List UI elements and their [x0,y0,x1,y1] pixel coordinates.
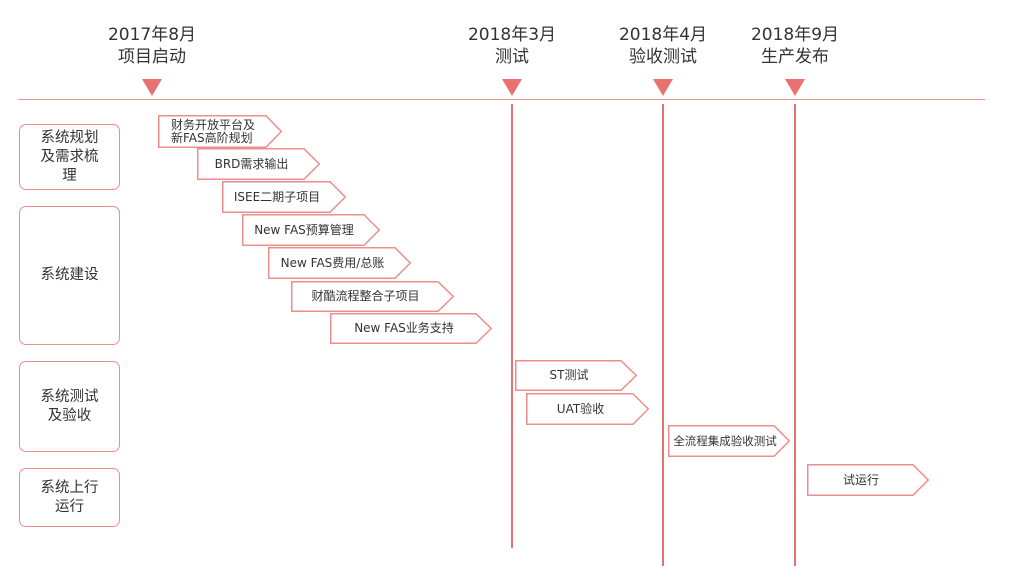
arrow-shape [268,247,412,279]
task-label: 全流程集成验收测试 [673,433,777,448]
task-arrow: 试运行 [807,464,930,496]
task-label-line: 新FAS高阶规划 [170,130,253,145]
milestone-date: 2018年9月 [750,25,840,45]
arrow-outline [222,181,347,213]
timeline-axis [18,99,985,100]
milestone-date: 2018年4月 [618,25,708,45]
milestone-date: 2017年8月 [107,25,197,45]
arrow-outline [526,393,650,425]
milestone-label: 生产发布 [761,47,829,67]
task-arrow: 财酷流程整合子项目 [291,281,455,312]
arrow-shape [291,281,455,312]
task-label: New FAS费用/总账 [280,255,385,270]
milestone-project-start: 2017年8月项目启动 [92,24,212,68]
milestone-marker-icon [142,79,162,96]
task-label: ST测试 [549,368,589,382]
arrow-outline [268,247,412,279]
arrow-shape [330,313,493,344]
task-arrow: BRD需求输出 [197,148,321,180]
milestone-date: 2018年3月 [467,25,557,45]
task-label: ISEE二期子项目 [233,189,321,204]
milestone-marker-icon [502,79,522,96]
arrow-outline [242,214,381,246]
milestone-marker-icon [785,79,805,96]
milestone-line [794,104,796,566]
milestone-release: 2018年9月生产发布 [735,24,855,68]
task-arrow: New FAS费用/总账 [268,247,412,279]
phase-construction: 系统建设 [19,206,120,345]
milestone-test: 2018年3月测试 [452,24,572,68]
task-label: 试运行 [842,472,879,487]
phase-planning: 系统规划及需求梳理 [19,124,120,190]
task-arrow: ST测试 [515,360,638,391]
arrow-shape [242,214,381,246]
task-arrow: UAT验收 [526,393,650,425]
arrow-outline [668,425,791,457]
arrow-outline [197,148,321,180]
arrow-shape [807,464,930,496]
milestone-acceptance: 2018年4月验收测试 [603,24,723,68]
task-label-line: 财务开放平台及 [170,117,255,132]
milestone-label: 验收测试 [629,47,697,67]
task-label: UAT验收 [556,401,605,416]
task-label: 财务开放平台及新FAS高阶规划 [170,117,269,145]
milestone-line [662,104,664,566]
task-arrow: New FAS预算管理 [242,214,381,246]
arrow-shape [158,115,283,148]
milestone-label: 项目启动 [118,47,186,67]
arrow-outline [158,115,283,148]
task-label: 财酷流程整合子项目 [311,289,420,303]
task-arrow: 财务开放平台及新FAS高阶规划 [158,115,283,148]
milestone-marker-icon [653,79,673,96]
phase-label: 系统上行运行 [40,479,99,515]
task-arrow: 全流程集成验收测试 [668,425,791,457]
task-label: New FAS预算管理 [254,222,354,237]
task-label: New FAS业务支持 [354,321,454,335]
arrow-shape [526,393,650,425]
arrow-outline [330,313,493,344]
arrow-shape [197,148,321,180]
task-arrow: ISEE二期子项目 [222,181,347,213]
arrow-outline [515,360,638,391]
arrow-outline [291,281,455,312]
phase-testing: 系统测试及验收 [19,361,120,452]
milestone-line [511,104,513,548]
phase-go-live: 系统上行运行 [19,468,120,527]
arrow-shape [515,360,638,391]
arrow-shape [222,181,347,213]
arrow-shape [668,425,791,457]
arrow-outline [807,464,930,496]
task-label: BRD需求输出 [214,156,289,171]
milestone-label: 测试 [495,47,529,67]
phase-label: 系统测试及验收 [40,388,99,424]
phase-label: 系统建设 [40,267,99,283]
phase-label: 系统规划及需求梳理 [40,129,99,184]
task-arrow: New FAS业务支持 [330,313,493,344]
